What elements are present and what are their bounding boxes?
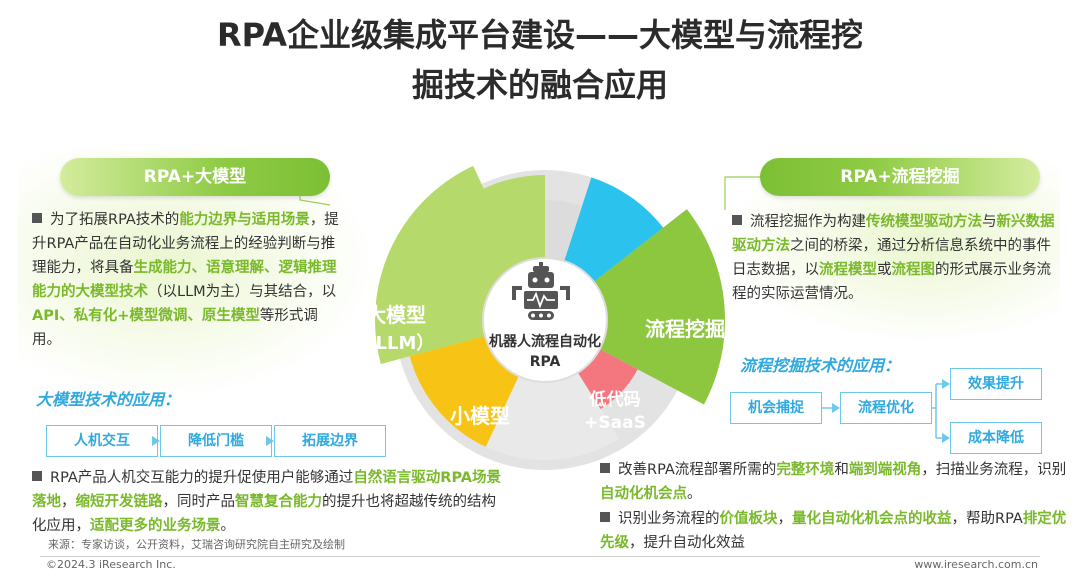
body-text: 为了拓展RPA技术的 <box>50 212 180 228</box>
highlight-text: 完整环境 <box>776 462 835 478</box>
highlight-text: 智慧复合能力 <box>235 494 322 510</box>
left-paragraph-2-text: RPA产品人机交互能力的提升促使用户能够通过自然语言驱动RPA场景落地，缩短开发… <box>32 470 501 534</box>
flow-box-cost-reduce: 成本降低 <box>950 422 1042 454</box>
highlight-text: 生成能力、语意理解、逻辑推理能力的大模型技术 <box>32 260 337 300</box>
right-bullet-2-text: 识别业务流程的价值板块，量化自动化机会点的收益，帮助RPA排定优先级，提升自动化… <box>600 511 1066 551</box>
highlight-text: 能力边界与适用场景 <box>179 212 310 228</box>
flow-box-lower-threshold: 降低门槛 <box>160 425 272 457</box>
segment-small-label: 小模型 <box>450 404 510 428</box>
body-text: 的提升也将超越传统的结构化应用， <box>32 494 496 534</box>
highlight-text: 新兴数据驱动方法 <box>732 214 1055 254</box>
footer-website: www.iresearch.com.cn <box>914 558 1038 571</box>
flow-box-process-optimization: 流程优化 <box>840 392 932 424</box>
bullet-icon <box>32 213 42 223</box>
highlight-text: 适配更多的业务场景 <box>90 518 221 534</box>
right-paragraph-1-text: 流程挖掘作为构建传统模型驱动方法与新兴数据驱动方法之间的桥梁，通过分析信息系统中… <box>732 214 1055 302</box>
body-text: ， <box>61 494 76 510</box>
body-text: ，扫描业务流程，识别 <box>921 462 1067 478</box>
bullet-icon <box>732 215 742 225</box>
center-label-2: RPA <box>530 354 561 370</box>
footer-divider <box>40 556 1040 557</box>
segment-llm-sub: （LLM） <box>358 333 435 354</box>
body-text: 与 <box>982 214 997 230</box>
highlight-text: 缩短开发链路 <box>75 494 163 510</box>
llm-application-title: 大模型技术的应用： <box>36 390 181 409</box>
mining-application-title: 流程挖掘技术的应用： <box>740 356 901 375</box>
flow-box-opportunity-capture: 机会捕捉 <box>730 392 822 424</box>
page-title: RPA企业级集成平台建设——大模型与流程挖 掘技术的融合应用 <box>0 10 1080 110</box>
body-text: 等形式调用。 <box>32 308 318 348</box>
left-paragraph-1-text: 为了拓展RPA技术的能力边界与适用场景，提升RPA产品在自动化业务流程上的经验判… <box>32 212 339 348</box>
highlight-text: 价值板块 <box>719 511 778 527</box>
pill-rpa-llm: RPA+大模型 <box>60 158 330 196</box>
highlight-text: API、私有化+模型微调、原生模型 <box>32 308 260 324</box>
segment-top-left <box>483 175 545 266</box>
segment-lowcode-sub: +SaaS <box>584 413 646 433</box>
right-bullet-1: 改善RPA流程部署所需的完整环境和端到端视角，扫描业务流程，识别自动化机会点。 <box>600 458 1070 506</box>
highlight-text: 流程模型 <box>819 262 877 278</box>
body-text: 改善RPA流程部署所需的 <box>618 462 777 478</box>
segment-lowcode-label: 低代码 <box>589 389 641 410</box>
title-line-2: 掘技术的融合应用 <box>411 66 668 104</box>
footer-copyright: ©2024.3 iResearch Inc. <box>46 558 176 571</box>
source-note: 来源：专家访谈，公开资料，艾瑞咨询研究院自主研究及绘制 <box>48 538 345 551</box>
highlight-text: 端到端视角 <box>848 462 922 478</box>
body-text: ，同时产品 <box>162 494 236 510</box>
body-text: ，提升自动化效益 <box>629 535 745 551</box>
highlight-text: 流程图 <box>891 262 936 278</box>
left-paragraph-1: 为了拓展RPA技术的能力边界与适用场景，提升RPA产品在自动化业务流程上的经验判… <box>32 208 342 352</box>
body-text: ，提升RPA产品在自动化业务流程上的经验判断与推理能力，将具备 <box>32 212 339 276</box>
segment-small-model <box>409 335 520 447</box>
body-text: ，帮助RPA <box>951 511 1023 527</box>
body-text: 。 <box>687 486 702 502</box>
body-text: 或 <box>877 262 892 278</box>
body-text: 和 <box>834 462 849 478</box>
body-text: RPA产品人机交互能力的提升促使用户能够通过 <box>50 470 354 486</box>
body-text: （以LLM为主）与其结合，以 <box>148 284 337 300</box>
highlight-text: 排定优先级 <box>600 511 1067 551</box>
diagram-wheel <box>375 165 725 470</box>
highlight-text: 自然语言驱动RPA场景落地 <box>32 470 501 510</box>
highlight-text: 传统模型驱动方法 <box>866 214 982 230</box>
pill-rpa-process-mining: RPA+流程挖掘 <box>760 158 1040 196</box>
highlight-text: 自动化机会点 <box>600 486 687 502</box>
flow-box-expand-boundary: 拓展边界 <box>274 425 386 457</box>
right-bullet-2: 识别业务流程的价值板块，量化自动化机会点的收益，帮助RPA排定优先级，提升自动化… <box>600 507 1070 555</box>
highlight-text: 量化自动化机会点的收益 <box>792 511 952 527</box>
flow-box-interaction: 人机交互 <box>46 425 158 457</box>
segment-lowcode <box>576 348 638 410</box>
right-bullet-1-text: 改善RPA流程部署所需的完整环境和端到端视角，扫描业务流程，识别自动化机会点。 <box>600 462 1066 502</box>
body-text: 。 <box>220 518 236 534</box>
segment-cyan <box>563 177 664 284</box>
segment-mining-label: 流程挖掘 <box>645 317 725 341</box>
body-text: 识别业务流程的 <box>618 511 720 527</box>
center-label-1: 机器人流程自动化 <box>489 333 601 350</box>
segment-top-grey <box>545 200 583 263</box>
left-paragraph-2: RPA产品人机交互能力的提升促使用户能够通过自然语言驱动RPA场景落地，缩短开发… <box>32 466 502 538</box>
body-text: 流程挖掘作为构建 <box>750 214 866 230</box>
title-line-1: RPA企业级集成平台建设——大模型与流程挖 <box>217 16 863 54</box>
bullet-icon <box>600 512 610 522</box>
segment-process-mining <box>592 209 725 405</box>
segment-bottom-grey <box>485 370 620 460</box>
bullet-icon <box>32 471 42 481</box>
robot-icon <box>512 262 570 320</box>
body-text: ， <box>777 511 793 527</box>
body-text: 之间的桥梁，通过分析信息系统中的事件日志数据，以 <box>732 238 1051 278</box>
flow-box-effect-improve: 效果提升 <box>950 368 1042 400</box>
right-paragraph-1: 流程挖掘作为构建传统模型驱动方法与新兴数据驱动方法之间的桥梁，通过分析信息系统中… <box>732 210 1062 306</box>
bullet-icon <box>600 463 610 473</box>
body-text: 的形式展示业务流程的实际运营情况。 <box>732 262 1051 302</box>
segment-llm-label: 大模型 <box>366 303 426 327</box>
